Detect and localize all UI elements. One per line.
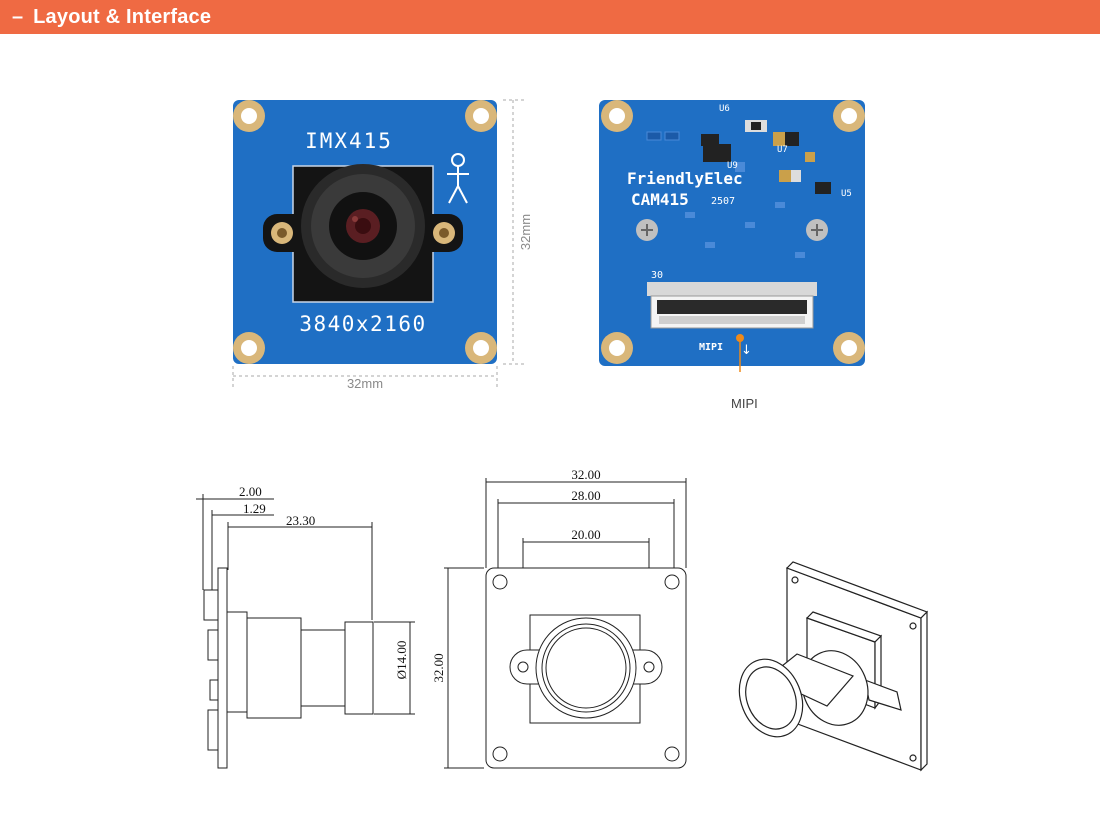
header-dash-icon: – <box>12 5 24 28</box>
stick-figure-icon <box>447 153 469 204</box>
resolution-label: 3840x2160 <box>299 312 426 336</box>
front-board-photo: IMX415 3840x2160 32mm 32mm <box>232 99 533 391</box>
side-dim-1-29: 1.29 <box>243 501 266 516</box>
side-dim-diameter: Ø14.00 <box>394 641 409 680</box>
front-dim-28: 28.00 <box>571 488 600 503</box>
isometric-camera-module-icon <box>738 561 929 772</box>
arrow-down-icon: ↓ <box>741 343 752 358</box>
side-dim-2: 2.00 <box>239 484 262 499</box>
section-header: – Layout & Interface <box>0 0 1100 34</box>
component-label-u9: U9 <box>727 161 738 171</box>
sensor-label: IMX415 <box>305 129 393 153</box>
component-label-u6: U6 <box>719 104 730 114</box>
section-title: Layout & Interface <box>33 5 212 28</box>
side-lens-barrel <box>300 629 346 707</box>
model-label: CAM415 <box>631 190 689 209</box>
rev-label: 2507 <box>711 196 735 207</box>
component-label-u7: U7 <box>777 145 788 155</box>
front-lens-circle-icon <box>535 617 637 719</box>
height-label: 32mm <box>518 214 533 250</box>
mipi-callout-label: MIPI <box>731 396 758 411</box>
front-dim-32-left: 32.00 <box>431 653 446 682</box>
front-view-drawing: 32.00 28.00 20.00 32.00 <box>431 467 687 769</box>
screw-icon <box>636 219 828 241</box>
back-board-photo: U6 U7 U9 U5 FriendlyElec CAM415 2507 30 … <box>599 100 865 372</box>
side-pcb-outline <box>217 567 228 769</box>
side-view-drawing: 2.00 1.29 23.30 Ø14.00 <box>196 484 415 769</box>
side-lens-holder <box>246 617 302 719</box>
mounting-hole-icon <box>601 100 865 364</box>
brand-label: FriendlyElec <box>627 169 743 188</box>
side-dim-23-3: 23.30 <box>286 513 315 528</box>
smd-components-icon <box>646 120 831 258</box>
component-label-u5: U5 <box>841 189 852 199</box>
mounting-hole-icon <box>233 100 497 364</box>
connector-pin-label: 30 <box>651 270 663 281</box>
mipi-connector-icon <box>647 282 817 329</box>
mipi-silk-label: MIPI <box>699 342 723 353</box>
width-label: 32mm <box>347 376 383 391</box>
front-dim-20: 20.00 <box>571 527 600 542</box>
front-dim-32-top: 32.00 <box>571 467 600 482</box>
